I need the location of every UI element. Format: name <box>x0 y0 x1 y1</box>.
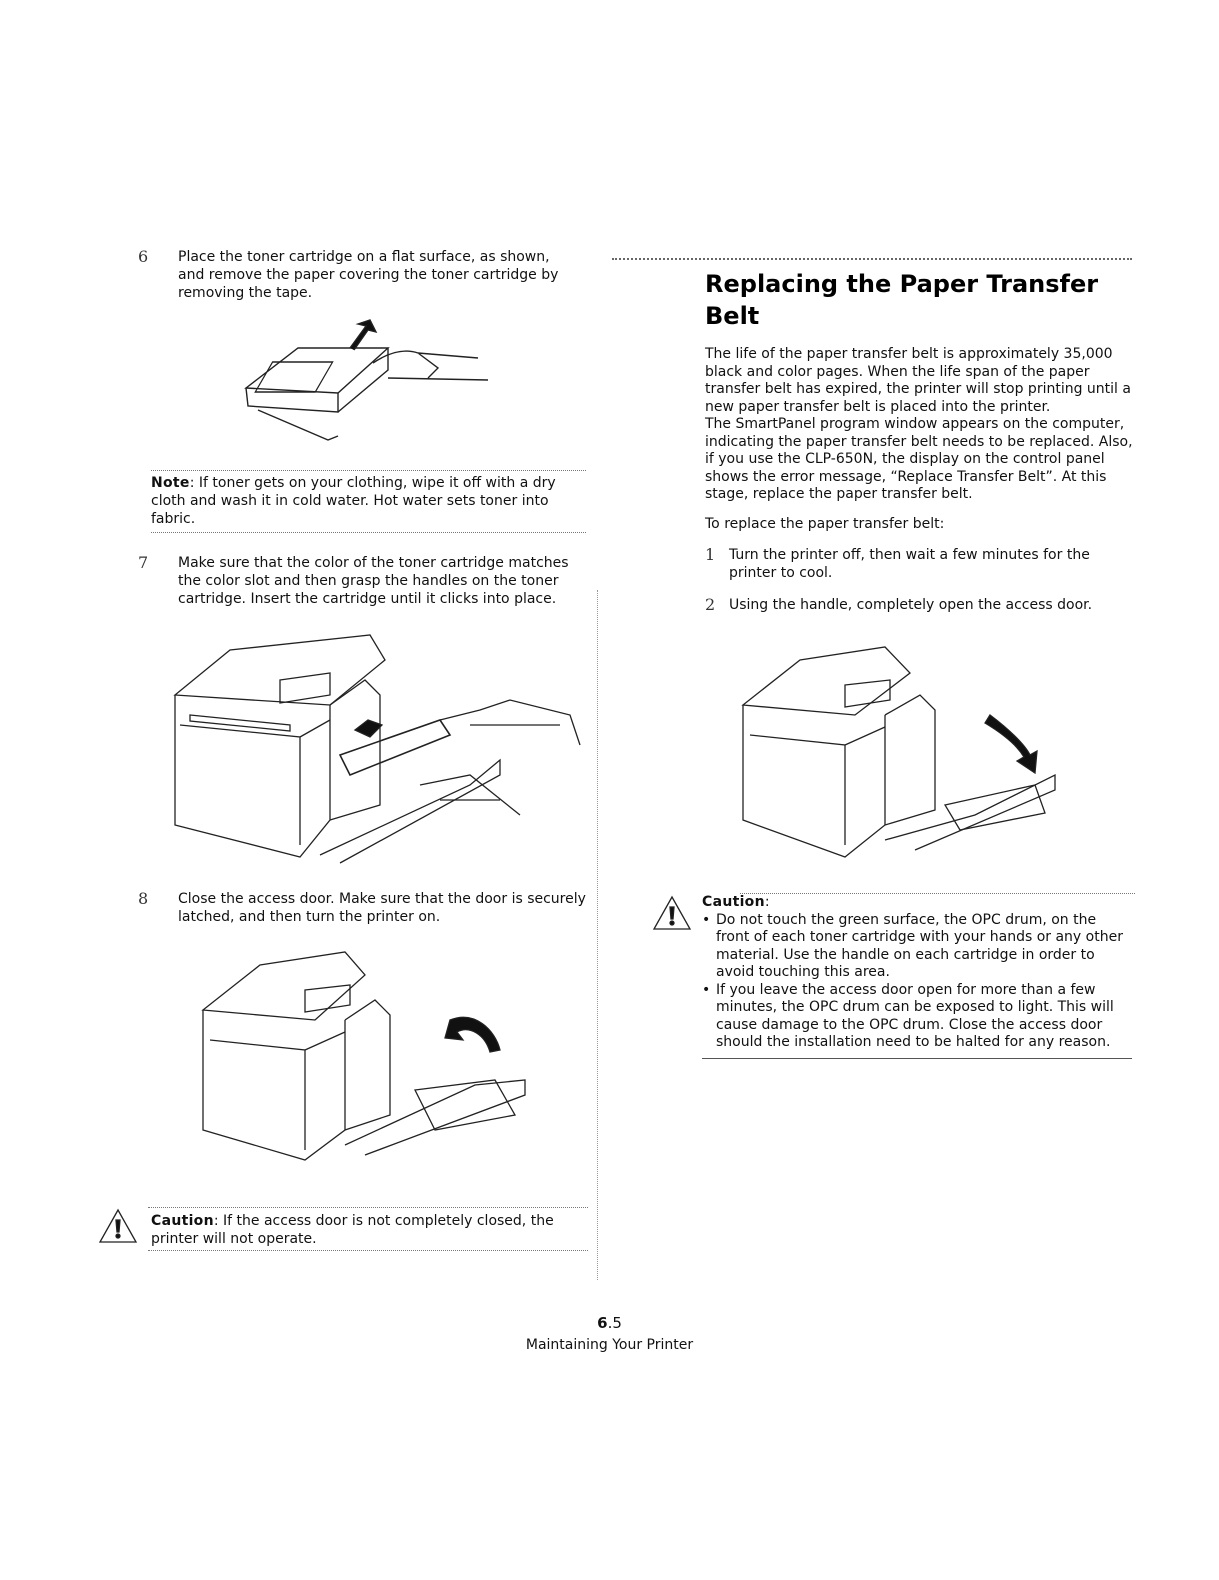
step-text: Place the toner cartridge on a flat surf… <box>178 249 559 301</box>
heading-top-rule <box>612 258 1132 260</box>
close-door-illustration <box>195 940 540 1170</box>
page-number: 6.5 <box>0 1314 1219 1332</box>
caution-bottom-rule <box>702 1058 1132 1059</box>
caution-text: : If the access door is not completely c… <box>151 1213 554 1247</box>
caution-icon <box>652 895 692 931</box>
caution-top-rule <box>148 1207 588 1208</box>
caution-label: Caution <box>151 1213 214 1229</box>
caution-colon: : <box>764 894 770 910</box>
caution-bullet: If you leave the access door open for mo… <box>702 982 1132 1052</box>
intro-text: The life of the paper transfer belt is a… <box>705 346 1131 415</box>
step-number: 8 <box>138 889 149 908</box>
caution-bullet: Do not touch the green surface, the OPC … <box>702 912 1132 982</box>
step-text: Close the access door. Make sure that th… <box>178 891 586 925</box>
step-text: Make sure that the color of the toner ca… <box>178 555 569 607</box>
section-heading: Replacing the Paper Transfer Belt <box>705 270 1099 330</box>
step-text: Turn the printer off, then wait a few mi… <box>729 547 1090 581</box>
caution-label: Caution <box>702 894 765 910</box>
note-text: : If toner gets on your clothing, wipe i… <box>151 475 556 527</box>
lead-text: To replace the paper transfer belt: <box>705 516 945 532</box>
insert-cartridge-illustration <box>170 625 590 870</box>
step-number: 7 <box>138 553 149 572</box>
column-divider <box>597 590 598 1280</box>
right-caution-box: Caution: Do not touch the green surface,… <box>702 894 1132 1052</box>
caution-icon <box>98 1208 138 1244</box>
note-box: Note: If toner gets on your clothing, wi… <box>151 474 581 528</box>
intro-text-2: The SmartPanel program window appears on… <box>705 416 1133 502</box>
caution-bottom-rule <box>148 1250 588 1251</box>
page-number-minor: .5 <box>607 1314 622 1332</box>
page-number-major: 6 <box>597 1314 608 1332</box>
caution-list: Do not touch the green surface, the OPC … <box>702 912 1132 1052</box>
step-number: 6 <box>138 247 149 266</box>
note-top-rule <box>151 470 586 471</box>
caution-top-rule <box>740 893 1135 894</box>
note-bottom-rule <box>151 532 586 533</box>
caution-box: Caution: If the access door is not compl… <box>151 1212 571 1248</box>
step-text: Using the handle, completely open the ac… <box>729 597 1093 613</box>
step-number: 1 <box>705 545 716 564</box>
toner-cartridge-tape-illustration <box>238 318 498 448</box>
chapter-title: Maintaining Your Printer <box>525 1337 694 1353</box>
intro-paragraph: The life of the paper transfer belt is a… <box>705 346 1135 504</box>
open-door-illustration <box>735 635 1065 865</box>
note-label: Note <box>151 475 190 491</box>
step-number: 2 <box>705 595 716 614</box>
